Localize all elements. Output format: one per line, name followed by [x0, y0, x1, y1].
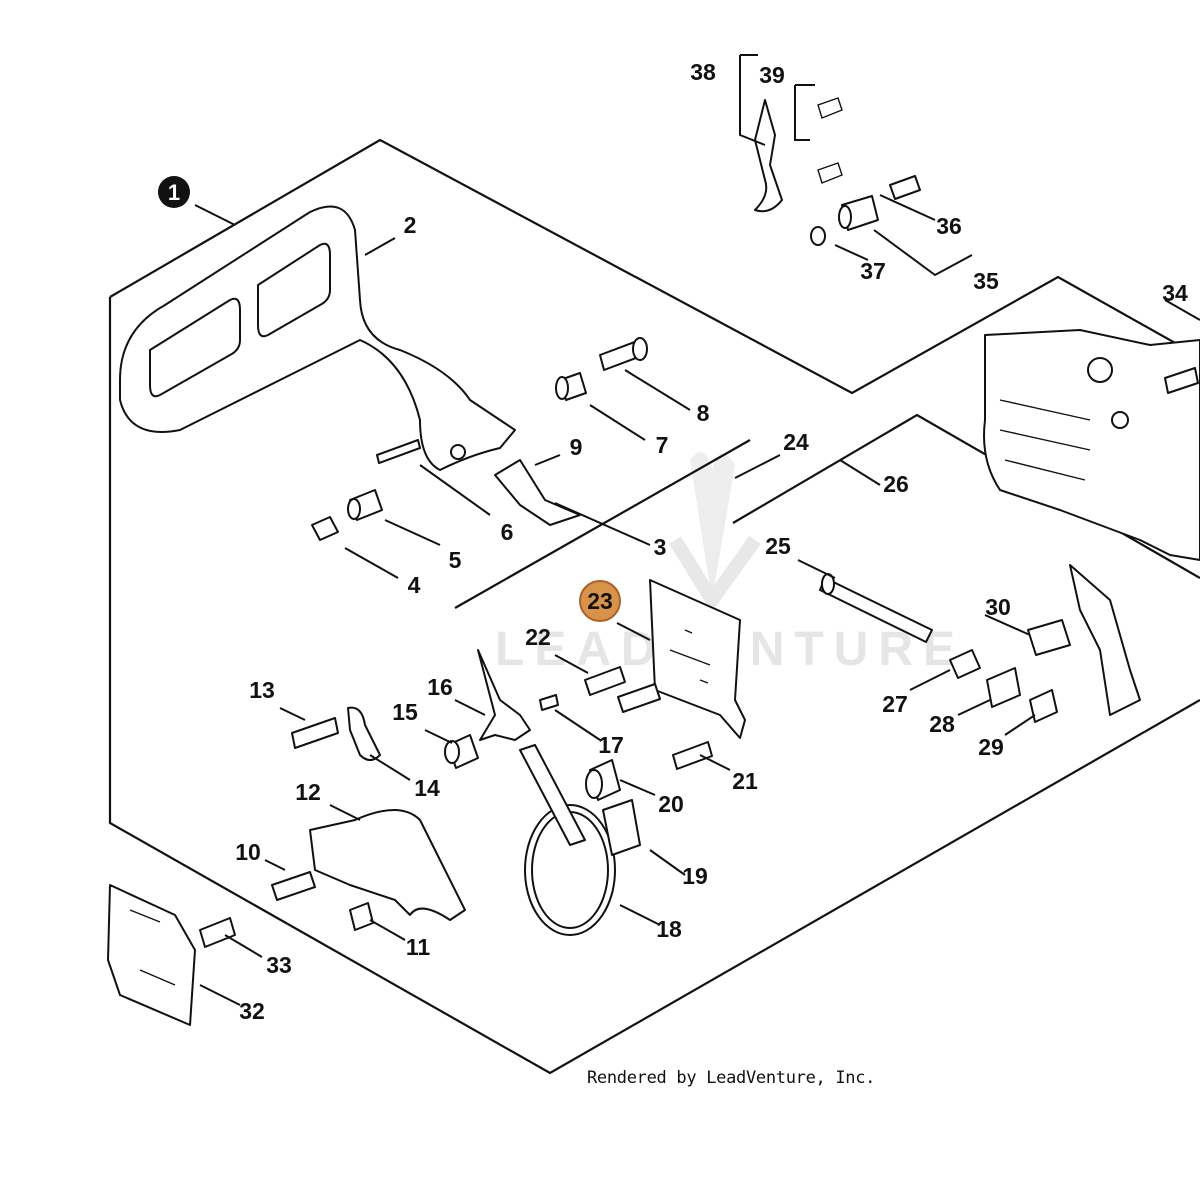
label-38[interactable]: 38	[690, 59, 716, 85]
label-2[interactable]: 2	[404, 212, 417, 238]
housing-34	[983, 329, 1200, 716]
label-22[interactable]: 22	[525, 624, 551, 650]
label-26[interactable]: 26	[883, 471, 909, 497]
label-18[interactable]: 18	[656, 916, 682, 942]
label-4[interactable]: 4	[408, 572, 421, 598]
handle-bar-part	[119, 205, 516, 471]
label-37[interactable]: 37	[860, 258, 886, 284]
chain-catcher-part	[754, 97, 843, 213]
label-33[interactable]: 33	[266, 952, 292, 978]
leader-lines	[194, 54, 1200, 1006]
label-27[interactable]: 27	[882, 691, 908, 717]
spacer-36-37	[810, 175, 921, 246]
assembly-frame	[108, 138, 1200, 1075]
chain-guard-12	[271, 809, 466, 931]
label-39[interactable]: 39	[759, 62, 785, 88]
subframe-35	[873, 229, 973, 277]
label-36[interactable]: 36	[936, 213, 962, 239]
label-9[interactable]: 9	[570, 434, 583, 460]
parts-19-20-21	[585, 741, 713, 856]
label-6[interactable]: 6	[501, 519, 514, 545]
label-19[interactable]: 19	[682, 863, 708, 889]
label-8[interactable]: 8	[697, 400, 710, 426]
label-5[interactable]: 5	[449, 547, 462, 573]
render-credit: Rendered by LeadVenture, Inc.	[587, 1068, 876, 1088]
label-16[interactable]: 16	[427, 674, 453, 700]
label-25[interactable]: 25	[765, 533, 791, 559]
label-24[interactable]: 24	[783, 429, 809, 455]
label-20[interactable]: 20	[658, 791, 684, 817]
callout-23-highlighted[interactable]: 23	[579, 580, 621, 622]
label-15[interactable]: 15	[392, 699, 418, 725]
label-11[interactable]: 11	[406, 934, 431, 960]
label-34[interactable]: 34	[1162, 280, 1188, 306]
label-13[interactable]: 13	[249, 677, 275, 703]
side-plate-23	[649, 579, 746, 739]
label-30[interactable]: 30	[985, 594, 1011, 620]
label-29[interactable]: 29	[978, 734, 1004, 760]
side-cover-32	[107, 884, 236, 1026]
callout-1: 1	[158, 176, 190, 208]
label-35[interactable]: 35	[973, 268, 999, 294]
label-28[interactable]: 28	[929, 711, 955, 737]
bushing-7-8	[555, 337, 648, 401]
parts-27-30	[949, 619, 1071, 723]
brake-band-18	[519, 744, 616, 936]
part-labels: 2 3 4 5 6 7 8 9 10 11 12 13 14 15 16 17 …	[235, 59, 1188, 1024]
svg-text:23: 23	[587, 588, 613, 614]
label-17[interactable]: 17	[598, 732, 624, 758]
label-7[interactable]: 7	[656, 432, 669, 458]
stud-25	[819, 573, 933, 643]
small-parts-13-17-22	[291, 649, 661, 769]
label-12[interactable]: 12	[295, 779, 321, 805]
label-14[interactable]: 14	[414, 775, 440, 801]
label-3[interactable]: 3	[654, 534, 667, 560]
label-21[interactable]: 21	[732, 768, 758, 794]
label-10[interactable]: 10	[235, 839, 261, 865]
svg-text:1: 1	[168, 180, 180, 205]
label-32[interactable]: 32	[239, 998, 265, 1024]
